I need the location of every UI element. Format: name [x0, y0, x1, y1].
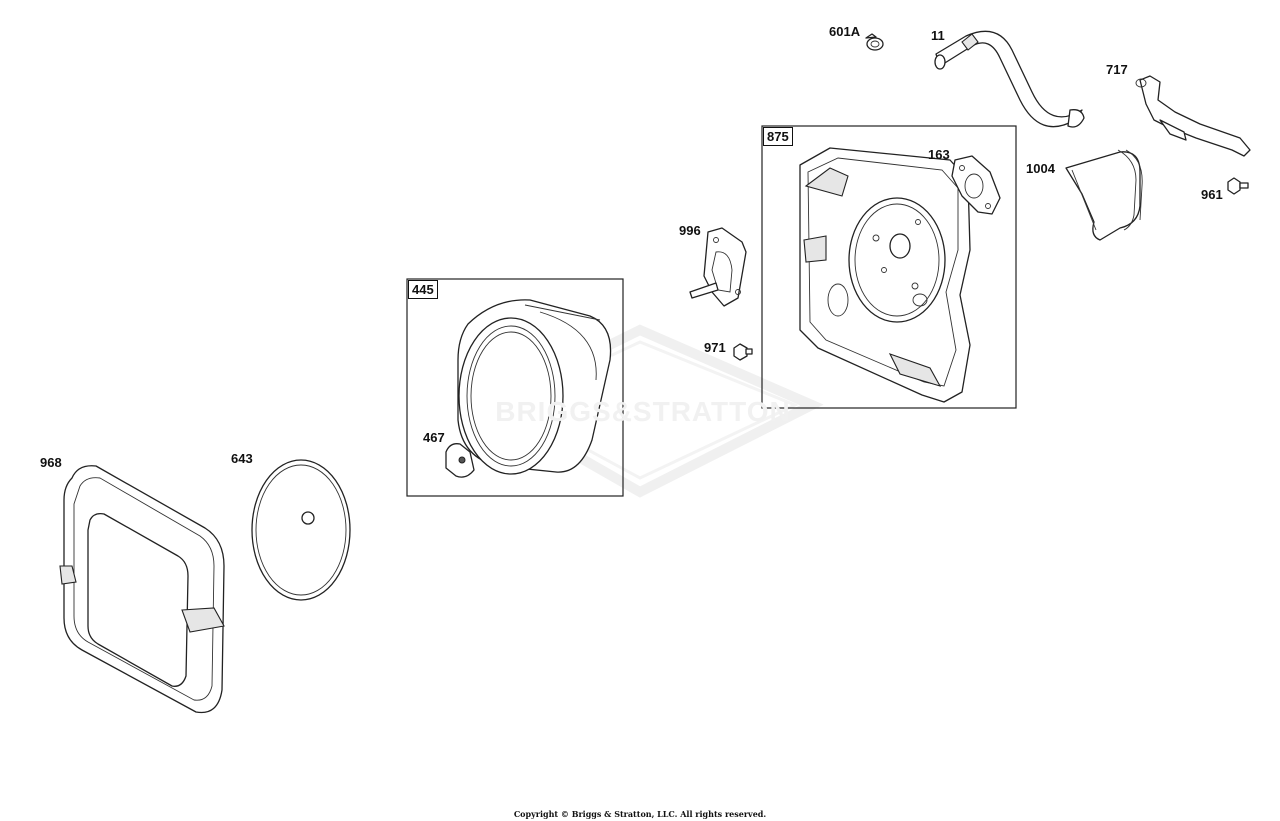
callout-971[interactable]: 971 [704, 340, 726, 355]
callout-643[interactable]: 643 [231, 451, 253, 466]
callout-875[interactable]: 875 [763, 127, 793, 146]
part-875-air-cleaner-base[interactable] [799, 147, 971, 403]
callout-467[interactable]: 467 [423, 430, 445, 445]
callout-996[interactable]: 996 [679, 223, 701, 238]
part-11-breather-tube[interactable] [934, 30, 1085, 128]
part-163-gasket[interactable] [951, 155, 1001, 215]
part-971-nut[interactable] [733, 343, 753, 361]
group-box-445 [406, 278, 624, 497]
part-961-bolt[interactable] [1227, 177, 1249, 195]
part-717-bracket[interactable] [1135, 75, 1251, 157]
part-1004-intake-elbow[interactable] [1065, 149, 1143, 241]
part-643-precleaner[interactable] [251, 459, 351, 601]
callout-11[interactable]: 11 [931, 28, 945, 43]
callout-601A[interactable]: 601A [829, 24, 861, 39]
callout-961[interactable]: 961 [1201, 187, 1223, 202]
group-box-875 [761, 125, 1017, 409]
callout-968[interactable]: 968 [40, 455, 62, 470]
part-601A-clamp[interactable] [865, 33, 884, 51]
copyright-notice: Copyright © Briggs & Stratton, LLC. All … [513, 809, 767, 819]
part-467-clip[interactable] [445, 443, 475, 478]
part-968-cover[interactable] [59, 465, 225, 714]
callout-1004[interactable]: 1004 [1026, 161, 1055, 176]
part-996-breather-plate[interactable] [689, 227, 747, 307]
callout-445[interactable]: 445 [408, 280, 438, 299]
callout-163[interactable]: 163 [928, 147, 950, 162]
watermark-logo-text: BRIGGS&STRATTON [495, 396, 791, 427]
callout-717[interactable]: 717 [1106, 62, 1128, 77]
part-445-filter-element[interactable] [457, 299, 612, 475]
